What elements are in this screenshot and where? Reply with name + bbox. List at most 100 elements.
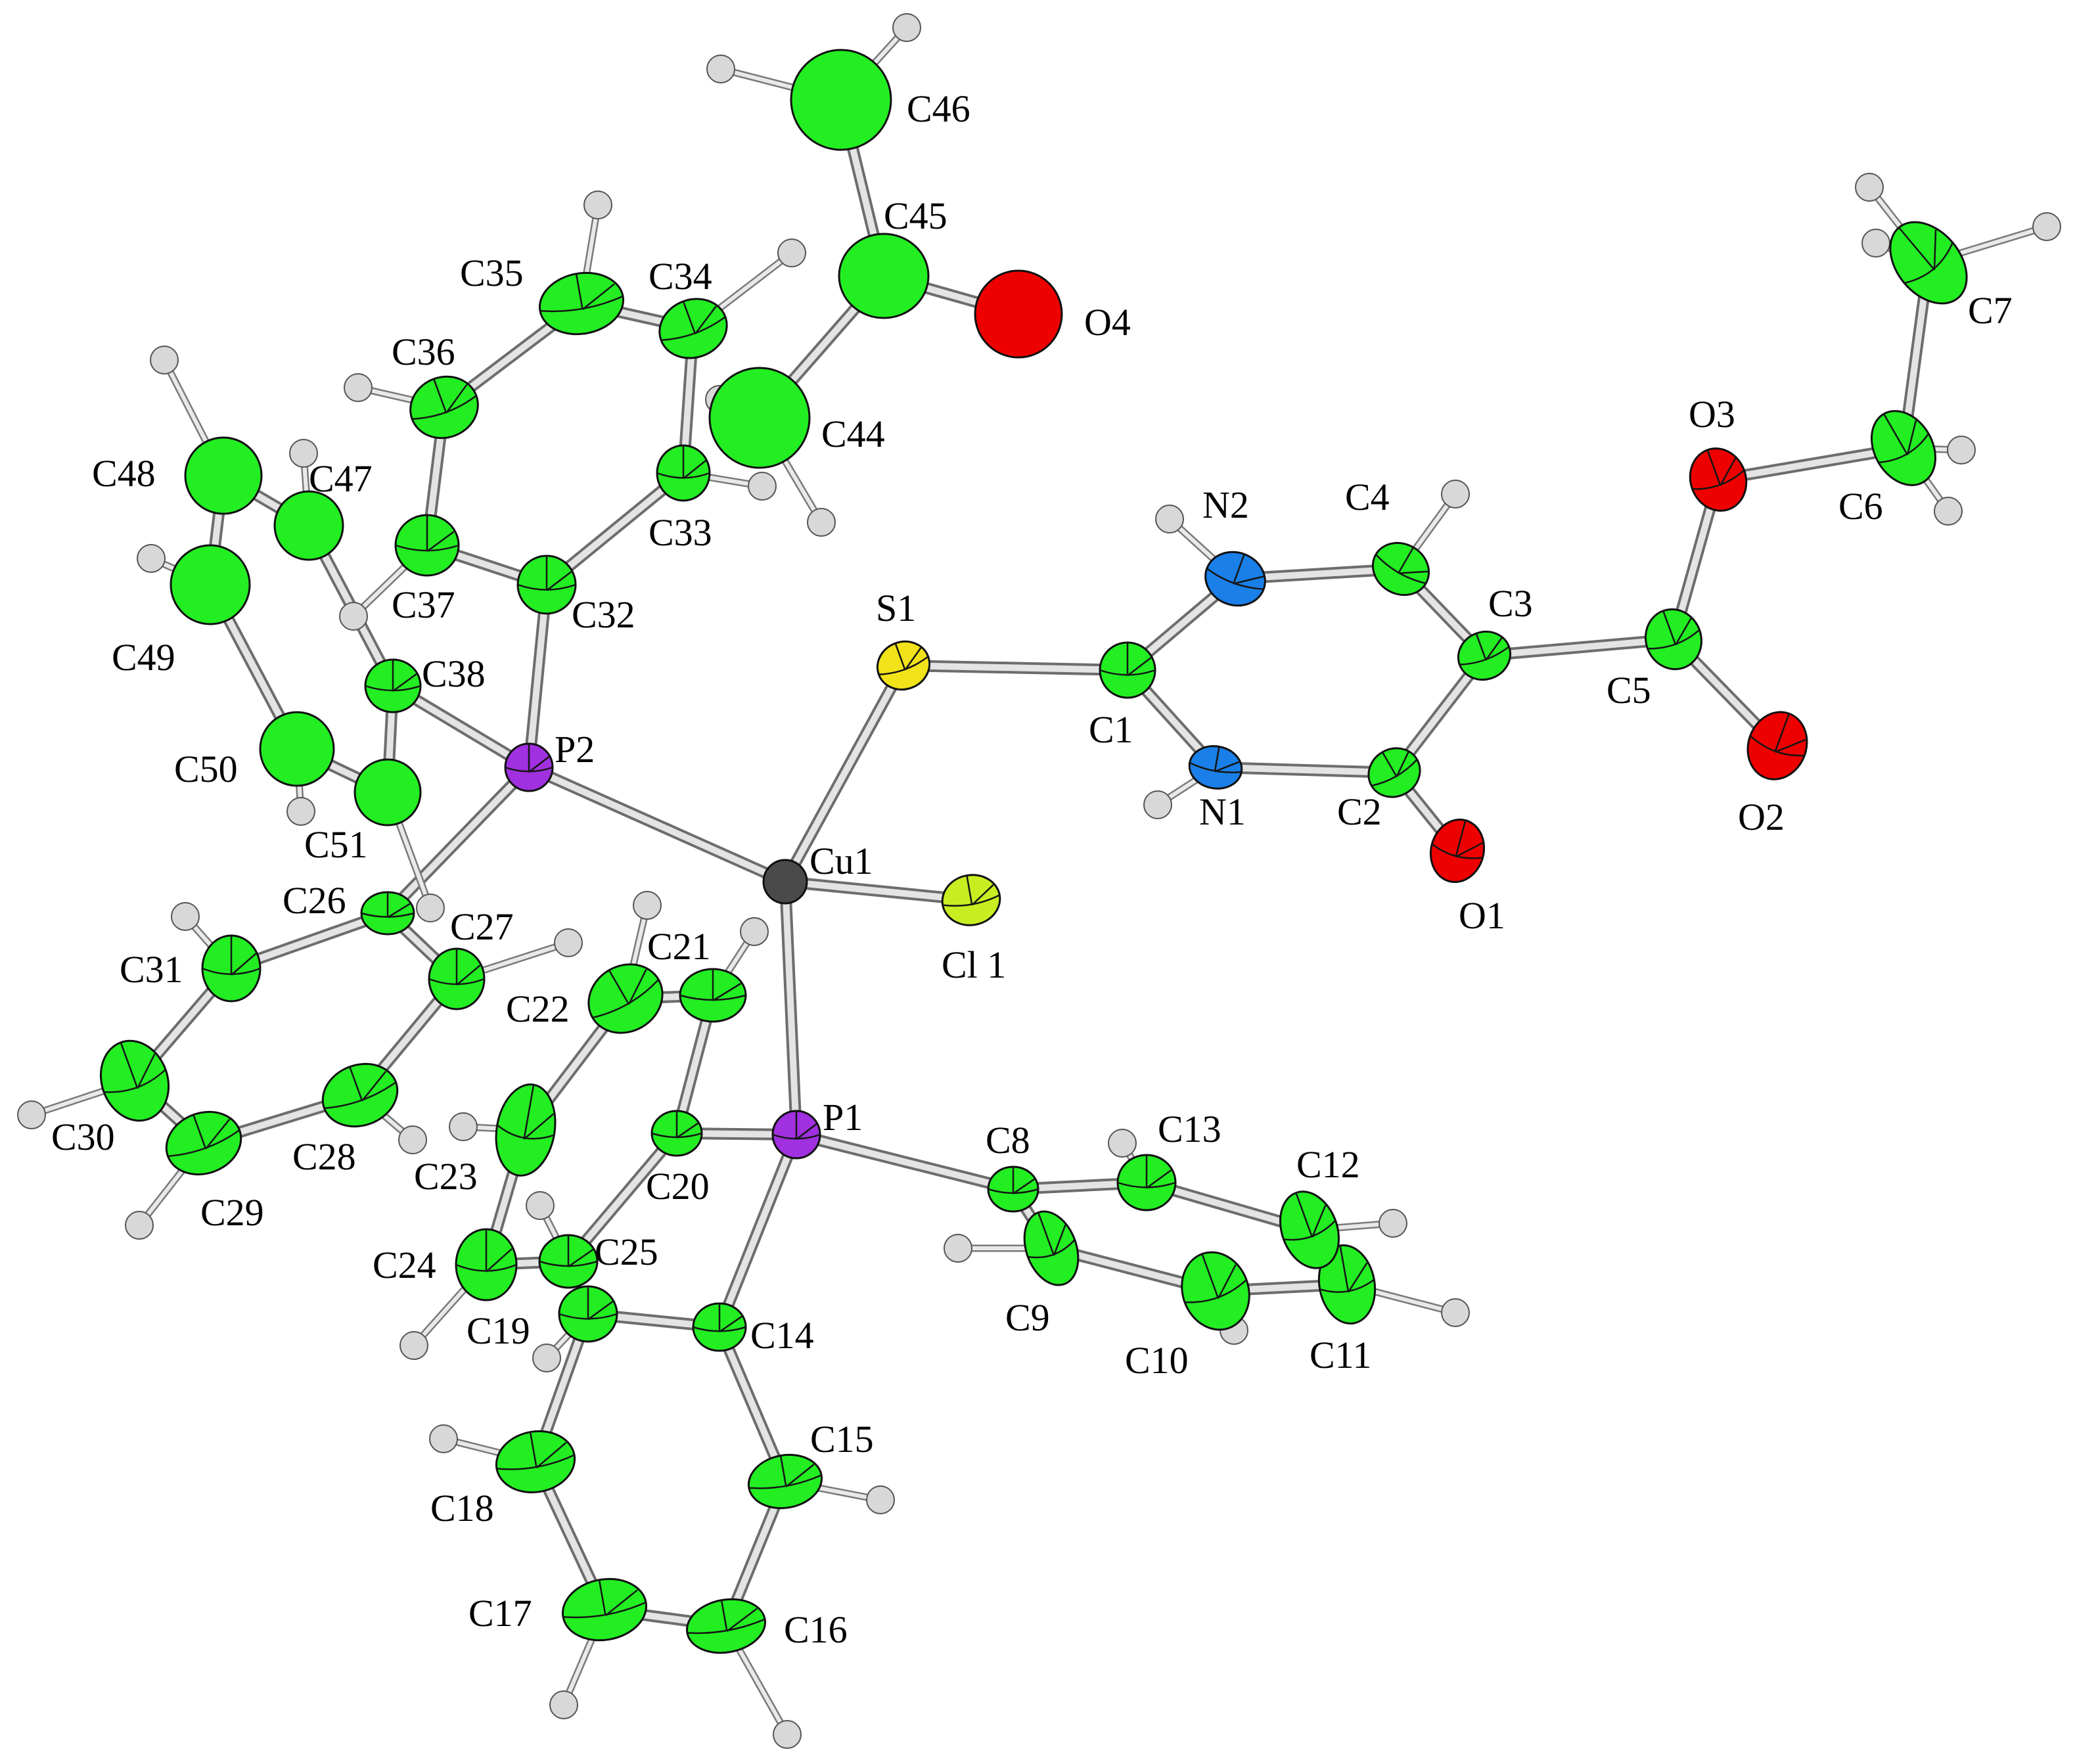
bond-cu1-s1: [779, 660, 909, 888]
atom-c10: [1181, 1251, 1250, 1331]
atom-label-c44: C44: [821, 413, 885, 455]
atom-c32: [516, 554, 577, 615]
bond-p1-c14: [714, 1129, 802, 1333]
atom-c11: [1317, 1244, 1377, 1325]
hydrogen-atom: [1947, 436, 1976, 464]
atom-label-c50: C50: [174, 748, 238, 790]
bond-cu1-cl1: [779, 876, 977, 906]
bond-cu1-p1: [779, 876, 802, 1141]
atom-c17: [561, 1577, 648, 1642]
atom-label-c6: C6: [1838, 485, 1883, 528]
atom-label-c46: C46: [907, 87, 970, 130]
atom-c31: [201, 934, 262, 1003]
atom-label-c32: C32: [572, 593, 635, 636]
atom-label-s1: S1: [876, 587, 916, 629]
atom-label-c20: C20: [646, 1165, 710, 1208]
atom-c13: [1116, 1154, 1177, 1211]
atom-n1: [1188, 745, 1243, 790]
atom-s1: [876, 641, 931, 690]
atom-c25: [538, 1234, 599, 1289]
atom-label-c26: C26: [283, 879, 346, 922]
atom-c44: [708, 367, 811, 469]
atom-c49: [170, 544, 251, 625]
atom-label-c10: C10: [1125, 1339, 1189, 1382]
atom-label-o2: O2: [1738, 796, 1785, 838]
atom-label-c5: C5: [1607, 669, 1651, 712]
atom-label-c4: C4: [1345, 476, 1390, 518]
atom-label-c30: C30: [51, 1116, 115, 1158]
hydrogen-atom: [1143, 790, 1172, 819]
bond-p2-c32: [523, 579, 553, 773]
bond-p1-c8: [790, 1129, 1019, 1195]
atom-c9: [1023, 1210, 1080, 1286]
atom-label-c18: C18: [430, 1487, 494, 1529]
atom-label-c2: C2: [1337, 790, 1382, 833]
atom-label-c25: C25: [595, 1231, 658, 1273]
hydrogen-atom: [1861, 229, 1890, 258]
atom-c50: [259, 711, 335, 787]
hydrogen-atom: [398, 1125, 427, 1154]
atom-c2: [1367, 747, 1421, 798]
atom-label-c45: C45: [884, 194, 947, 237]
atom-c15: [747, 1453, 823, 1510]
atom-c38: [364, 658, 422, 713]
atom-c19: [558, 1285, 618, 1343]
hydrogen-atom: [150, 346, 179, 374]
atom-label-o4: O4: [1084, 301, 1131, 344]
atom-c45: [838, 233, 930, 319]
atom-label-o3: O3: [1689, 393, 1735, 436]
hydrogen-atom: [1155, 505, 1184, 533]
atom-c36: [409, 375, 479, 440]
atom-c33: [656, 444, 711, 502]
hydrogen-atom: [1379, 1209, 1407, 1238]
atom-c12: [1279, 1190, 1340, 1269]
atom-o3: [1689, 447, 1748, 512]
atom-label-c47: C47: [309, 457, 373, 500]
atom-cl1: [941, 874, 1001, 926]
atom-label-cu1: Cu1: [809, 840, 873, 882]
atom-label-c29: C29: [200, 1191, 264, 1234]
hydrogen-atom: [777, 238, 806, 267]
atom-cu1: [762, 859, 808, 905]
hydrogen-atom: [773, 1720, 802, 1749]
bond-o3-c6: [1712, 442, 1909, 486]
hydrogen-atom: [171, 902, 200, 931]
hydrogen-atom: [137, 544, 166, 573]
hydrogen-atom: [807, 508, 836, 537]
atom-label-c19: C19: [467, 1309, 530, 1352]
atom-label-c8: C8: [986, 1119, 1030, 1162]
hydrogen-atom: [125, 1211, 154, 1240]
atom-label-c37: C37: [392, 583, 455, 626]
atom-label-c3: C3: [1488, 582, 1533, 625]
atom-c46: [790, 49, 892, 151]
bond-c3-c5: [1478, 633, 1679, 662]
hydrogen-atom: [554, 928, 583, 957]
atom-c34: [658, 298, 728, 359]
hydrogen-atom: [1441, 1298, 1470, 1327]
atom-c20: [650, 1110, 703, 1157]
atom-c3: [1457, 631, 1512, 681]
atom-label-c15: C15: [810, 1418, 874, 1460]
atom-c22: [587, 963, 664, 1034]
atom-c37: [394, 514, 460, 577]
atom-p1: [771, 1110, 821, 1160]
atom-c4: [1371, 541, 1430, 597]
atom-c47: [273, 490, 344, 561]
hydrogen-atom: [449, 1112, 478, 1141]
hydrogen-atom: [17, 1100, 46, 1129]
hydrogen-atom: [1934, 497, 1963, 526]
atom-c16: [686, 1598, 766, 1654]
atom-c1: [1099, 641, 1156, 699]
atom-c5: [1645, 608, 1702, 671]
atom-label-n1: N1: [1199, 790, 1246, 833]
atom-c8: [987, 1165, 1039, 1213]
atom-label-n2: N2: [1202, 484, 1249, 526]
hydrogen-atom: [2032, 212, 2061, 241]
atom-c28: [321, 1062, 399, 1128]
hydrogen-atom: [740, 917, 769, 946]
hydrogen-atom: [1441, 480, 1470, 509]
atom-label-c33: C33: [649, 511, 712, 554]
atom-c35: [538, 271, 625, 336]
atom-label-c28: C28: [292, 1135, 356, 1178]
